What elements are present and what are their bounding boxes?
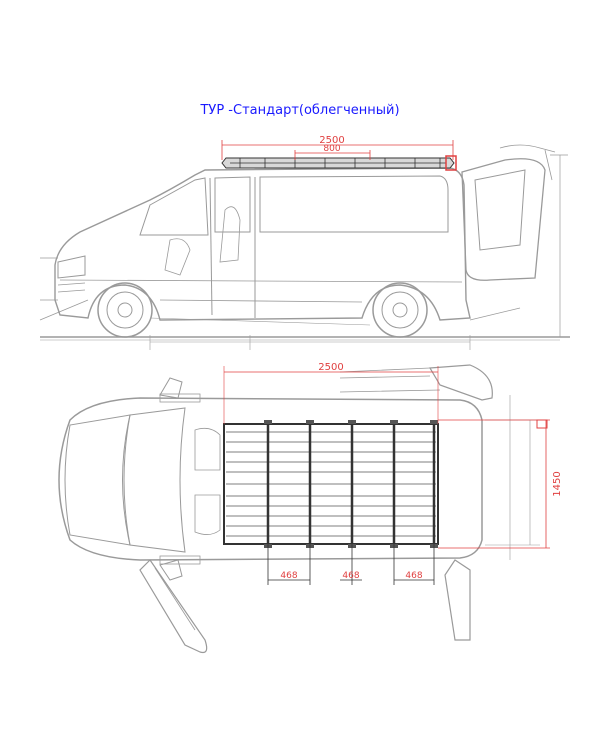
top-rack-length-label: 2500 [318, 362, 343, 373]
diagram-title: ТУР -Стандарт(облегченный) [200, 103, 400, 118]
side-roof-rack [221, 155, 457, 171]
side-dimension-2500: 2500 [221, 135, 454, 160]
bar-spacing-mid-label: 468 [342, 571, 359, 581]
bar-spacing-right-label: 468 [405, 571, 422, 581]
bar-spacing-left-label: 468 [280, 571, 297, 581]
side-rack-length-label: 2500 [319, 135, 344, 146]
top-roof-rack [223, 420, 439, 548]
side-view [39, 144, 570, 350]
rack-width-label: 1450 [552, 471, 563, 496]
bar-spacing-dimensions: 468 468 468 [267, 544, 435, 585]
top-dimension-1450: 1450 [438, 419, 563, 549]
side-dimension-800: 800 [294, 144, 371, 160]
side-crossbar-spacing-label: 800 [323, 144, 340, 154]
top-view [58, 364, 540, 654]
top-dimension-2500: 2500 [223, 362, 439, 424]
